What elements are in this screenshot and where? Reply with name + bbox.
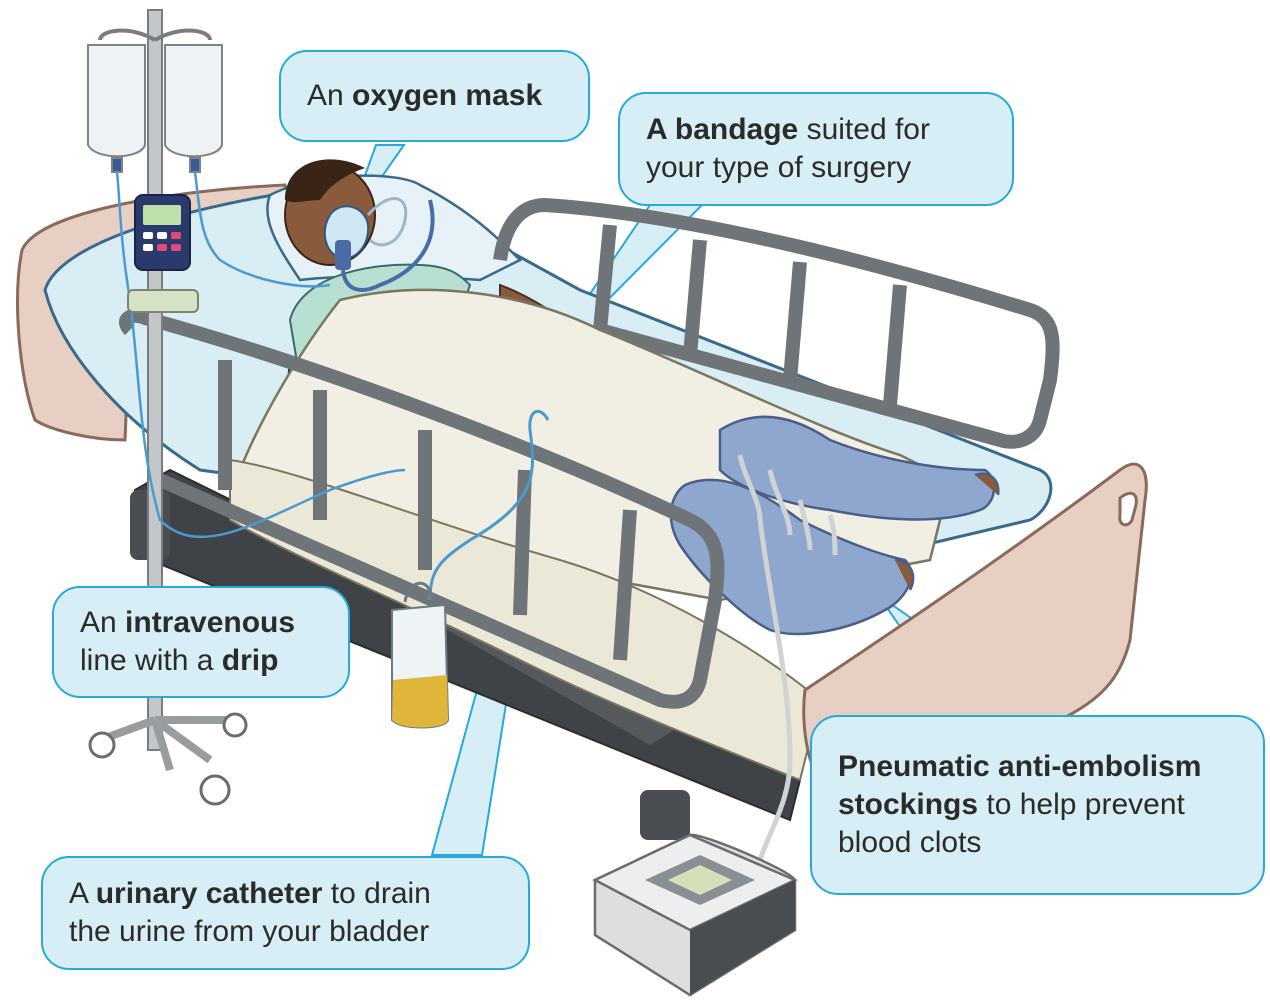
callout-catheter-line2: the urine from your bladder [69,913,502,951]
callout-iv-line1: An intravenous [80,604,322,642]
callout-oxygen-bold: oxygen mask [352,79,542,112]
callout-stockings-line3: blood clots [838,824,1237,862]
callout-catheter-line1: A urinary catheter to drain [69,875,502,913]
callout-iv-bold: intravenous [125,606,295,639]
callout-oxygen-pre: An [307,79,352,112]
compression-pump-device [595,835,795,995]
callout-stockings-line1: Pneumatic anti-embolism [838,748,1237,786]
callout-oxygen-mask: An oxygen mask [279,50,590,142]
callout-iv-line2: line with a drip [80,642,322,680]
callout-iv-pre: An [80,606,125,639]
callout-iv-l2-pre: line with a [80,644,222,677]
callout-intravenous: An intravenous line with a drip [52,586,350,698]
callout-catheter-bold: urinary catheter [96,877,323,910]
callout-pneumatic-stockings: Pneumatic anti-embolism stockings to hel… [810,715,1265,895]
callout-bandage-l1-rest: suited for [798,113,930,146]
callout-iv-l2-bold: drip [222,644,279,677]
callout-bandage-line1: A bandage suited for [646,111,986,149]
callout-bandage-line2: your type of surgery [646,149,986,187]
callout-stockings-l1-bold: Pneumatic anti-embolism [838,750,1201,783]
callout-oxygen-text: An oxygen mask [307,77,562,115]
callout-stockings-l2-rest: to help prevent [978,788,1185,821]
callout-urinary-catheter: A urinary catheter to drain the urine fr… [41,856,530,970]
callout-catheter-l1-rest: to drain [322,877,430,910]
callout-bandage-bold: A bandage [646,113,798,146]
callout-stockings-l2-bold: stockings [838,788,978,821]
callout-bandage: A bandage suited for your type of surger… [618,92,1014,206]
callout-stockings-line2: stockings to help prevent [838,786,1237,824]
infusion-pump [128,195,198,312]
callout-catheter-pre: A [69,877,96,910]
